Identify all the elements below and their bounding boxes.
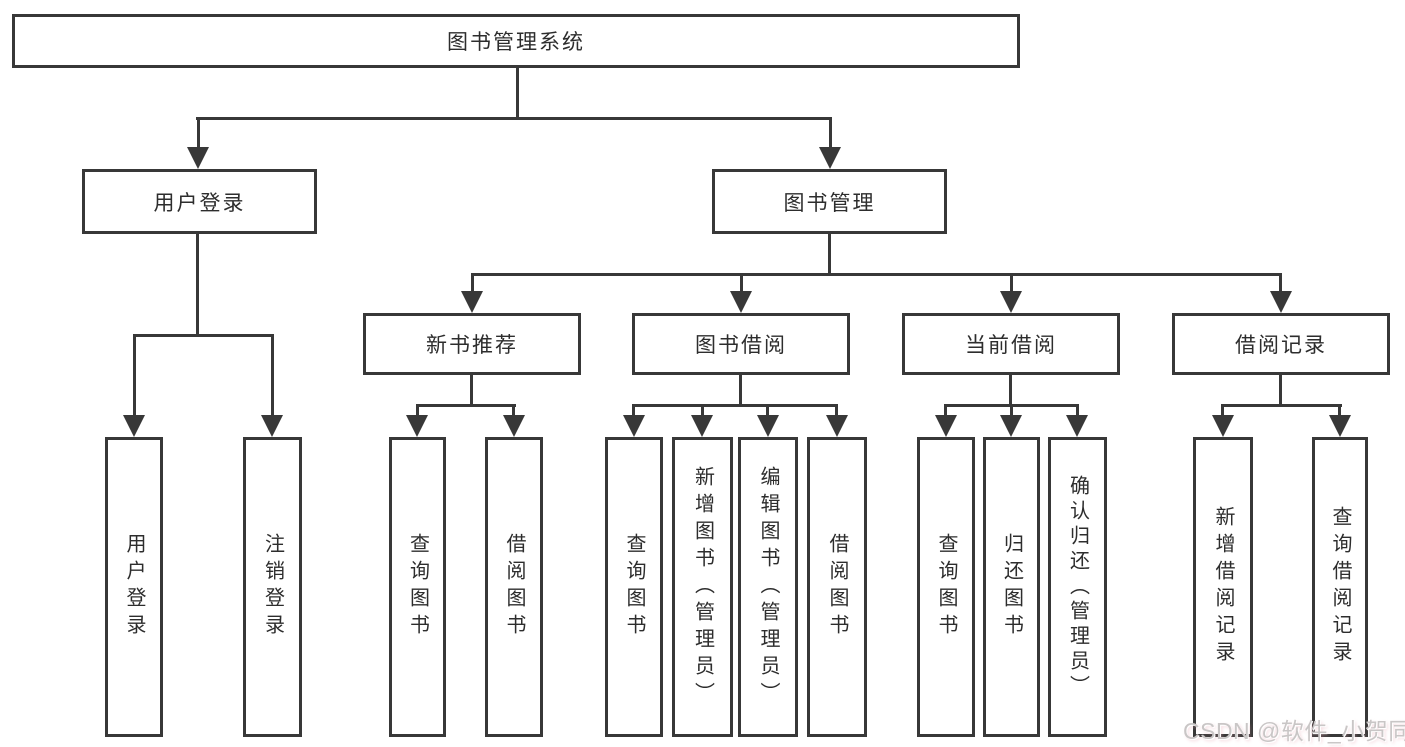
leaf-edit-books-admin: 编辑图书（管理员） [738,437,798,737]
node-label: 当前借阅 [965,334,1057,357]
arrow-down-icon [1066,415,1088,437]
leaf-logout: 注销登录 [243,437,302,737]
connector-line [1338,404,1341,417]
node-label: 查询图书 [406,533,429,641]
connector-line [632,404,838,407]
node-label: 借阅图书 [826,533,848,641]
connector-line [701,404,704,417]
connector-line [271,334,274,417]
node-label: 查询借阅记录 [1329,506,1351,668]
connector-line [944,404,947,417]
node-borrow-records: 借阅记录 [1172,313,1390,375]
connector-line [1279,273,1282,293]
leaf-add-borrow-record: 新增借阅记录 [1193,437,1253,737]
arrow-down-icon [1000,415,1022,437]
connector-line [632,404,635,417]
node-label: 借阅记录 [1235,334,1327,357]
node-label: 图书借阅 [695,334,787,357]
connector-line [829,117,832,149]
connector-line [471,273,474,293]
connector-line [516,68,519,118]
node-user-login: 用户登录 [82,169,317,234]
node-label: 借阅图书 [503,533,525,641]
connector-line [133,334,136,417]
connector-line [512,404,515,417]
leaf-borrow-books-recommend: 借阅图书 [485,437,543,737]
connector-line [416,404,516,407]
leaf-query-books-recommend: 查询图书 [389,437,446,737]
leaf-query-borrow-record: 查询借阅记录 [1312,437,1368,737]
connector-line [471,273,1282,276]
leaf-user-login: 用户登录 [105,437,163,737]
node-book-borrow: 图书借阅 [632,313,850,375]
arrow-down-icon [757,415,779,437]
arrow-down-icon [1270,291,1292,313]
connector-line [1010,273,1013,293]
leaf-query-books-current: 查询图书 [917,437,975,737]
arrow-down-icon [406,415,428,437]
arrow-down-icon [819,147,841,169]
leaf-confirm-return-admin: 确认归还（管理员） [1048,437,1107,737]
connector-line [835,404,838,417]
arrow-down-icon [623,415,645,437]
connector-line [740,273,743,293]
connector-line [1010,404,1013,417]
connector-line [739,375,742,406]
watermark: CSDN @软件_小贺同学 [1183,718,1405,744]
connector-line [196,117,832,120]
connector-line [1009,375,1012,406]
arrow-down-icon [1000,291,1022,313]
arrow-down-icon [935,415,957,437]
node-book-management: 图书管理 [712,169,947,234]
node-label: 编辑图书（管理员） [757,465,779,709]
connector-line [766,404,769,417]
connector-line [470,375,473,406]
arrow-down-icon [1212,415,1234,437]
leaf-query-books-borrow: 查询图书 [605,437,663,737]
node-label: 查询图书 [623,533,645,641]
node-label: 查询图书 [935,533,957,641]
node-root-library-system: 图书管理系统 [12,14,1020,68]
node-label: 新书推荐 [426,334,518,357]
node-label: 用户登录 [123,533,145,641]
connector-line [1221,404,1224,417]
arrow-down-icon [1329,415,1351,437]
node-label: 图书管理 [783,191,876,215]
leaf-add-books-admin: 新增图书（管理员） [672,437,733,737]
connector-line [1279,375,1282,406]
arrow-down-icon [826,415,848,437]
connector-line [1221,404,1342,407]
node-label: 注销登录 [261,533,284,641]
connector-line [197,117,200,149]
leaf-return-books: 归还图书 [983,437,1040,737]
arrow-down-icon [261,415,283,437]
arrow-down-icon [123,415,145,437]
connector-line [133,334,274,337]
arrow-down-icon [730,291,752,313]
node-current-borrow: 当前借阅 [902,313,1120,375]
node-label: 新增借阅记录 [1212,506,1234,668]
node-label: 图书管理系统 [447,31,585,54]
connector-line [416,404,419,417]
node-label: 新增图书（管理员） [691,465,714,709]
node-label: 用户登录 [153,191,246,215]
node-label: 确认归还（管理员） [1066,474,1089,700]
arrow-down-icon [503,415,525,437]
node-new-book-recommend: 新书推荐 [363,313,581,375]
connector-line [1076,404,1079,417]
arrow-down-icon [461,291,483,313]
leaf-borrow-books: 借阅图书 [807,437,867,737]
node-label: 归还图书 [1000,533,1023,641]
arrow-down-icon [691,415,713,437]
connector-line [828,234,831,275]
arrow-down-icon [187,147,209,169]
connector-line [196,234,199,336]
